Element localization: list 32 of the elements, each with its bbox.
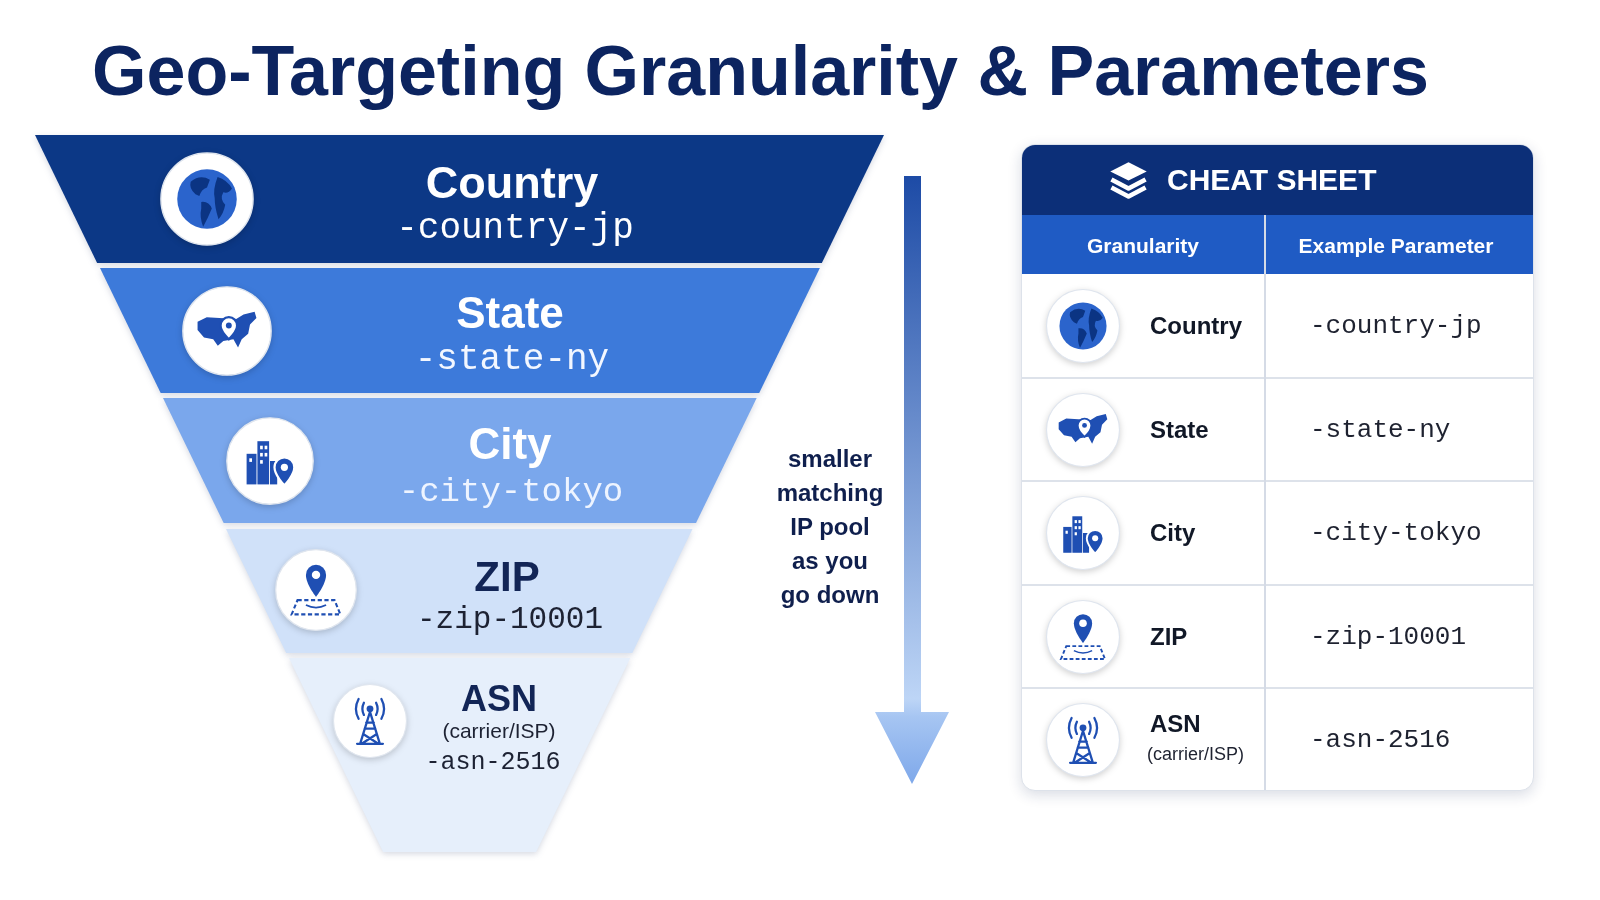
panel-title: CHEAT SHEET <box>1167 165 1377 195</box>
arrow-caption: smaller matching IP pool as you go down <box>775 444 885 610</box>
level-subtitle: (carrier/ISP) <box>442 719 556 741</box>
level-name: State <box>1150 417 1209 442</box>
level-title: Country <box>425 159 599 205</box>
cheat-sheet-panel <box>1021 144 1534 791</box>
funnel-band <box>35 135 884 263</box>
parameter-code: -state-ny <box>1310 416 1451 443</box>
level-title: ZIP <box>474 556 540 598</box>
level-name: City <box>1150 521 1196 545</box>
funnel-band <box>288 658 631 852</box>
level-name: ZIP <box>1150 624 1188 649</box>
level-subtitle: (carrier/ISP) <box>1147 745 1244 763</box>
level-name: Country <box>1150 314 1242 338</box>
parameter-code: -country-jp <box>1310 313 1482 339</box>
funnel-band <box>162 398 757 523</box>
level-name: ASN <box>1150 712 1201 736</box>
funnel-band <box>99 268 820 393</box>
parameter-code: -country-jp <box>396 211 634 247</box>
parameter-code: -asn-2516 <box>425 749 561 775</box>
parameter-code: -state-ny <box>414 342 610 378</box>
parameter-code: -city-tokyo <box>1310 520 1482 546</box>
column-heading: Example Parameter <box>1298 234 1494 256</box>
level-title: ASN <box>461 681 537 717</box>
column-heading: Granularity <box>1087 234 1199 256</box>
parameter-code: -zip-10001 <box>416 603 603 635</box>
level-title: State <box>456 291 564 335</box>
parameter-code: -city-tokyo <box>398 475 624 509</box>
funnel-band <box>226 529 693 653</box>
level-title: City <box>468 422 552 466</box>
parameter-code: -zip-10001 <box>1310 623 1467 650</box>
parameter-code: -asn-2516 <box>1310 727 1451 753</box>
